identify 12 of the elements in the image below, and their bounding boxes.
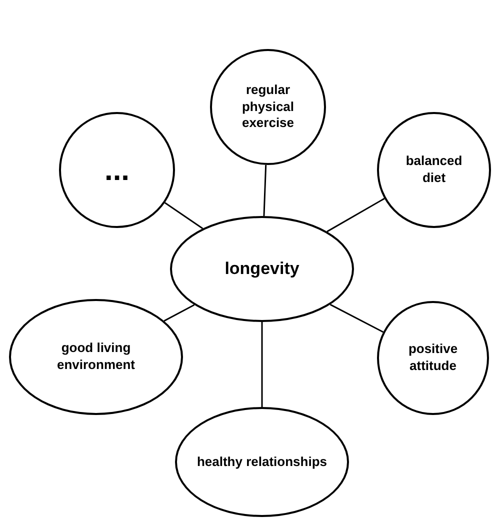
connector-line	[164, 202, 204, 230]
node-label: positive attitude	[407, 341, 459, 375]
connector-line	[261, 322, 263, 407]
node-label: longevity	[224, 258, 300, 280]
connector-line	[164, 304, 195, 322]
connector-line	[263, 164, 267, 216]
node-label: healthy relationships	[196, 454, 328, 470]
node-label: balanced diet	[404, 153, 464, 187]
node-label: regular physical exercise	[240, 82, 296, 132]
node-label: ...	[104, 152, 130, 188]
connector-line	[326, 198, 385, 232]
node-label: good living environment	[56, 340, 136, 374]
